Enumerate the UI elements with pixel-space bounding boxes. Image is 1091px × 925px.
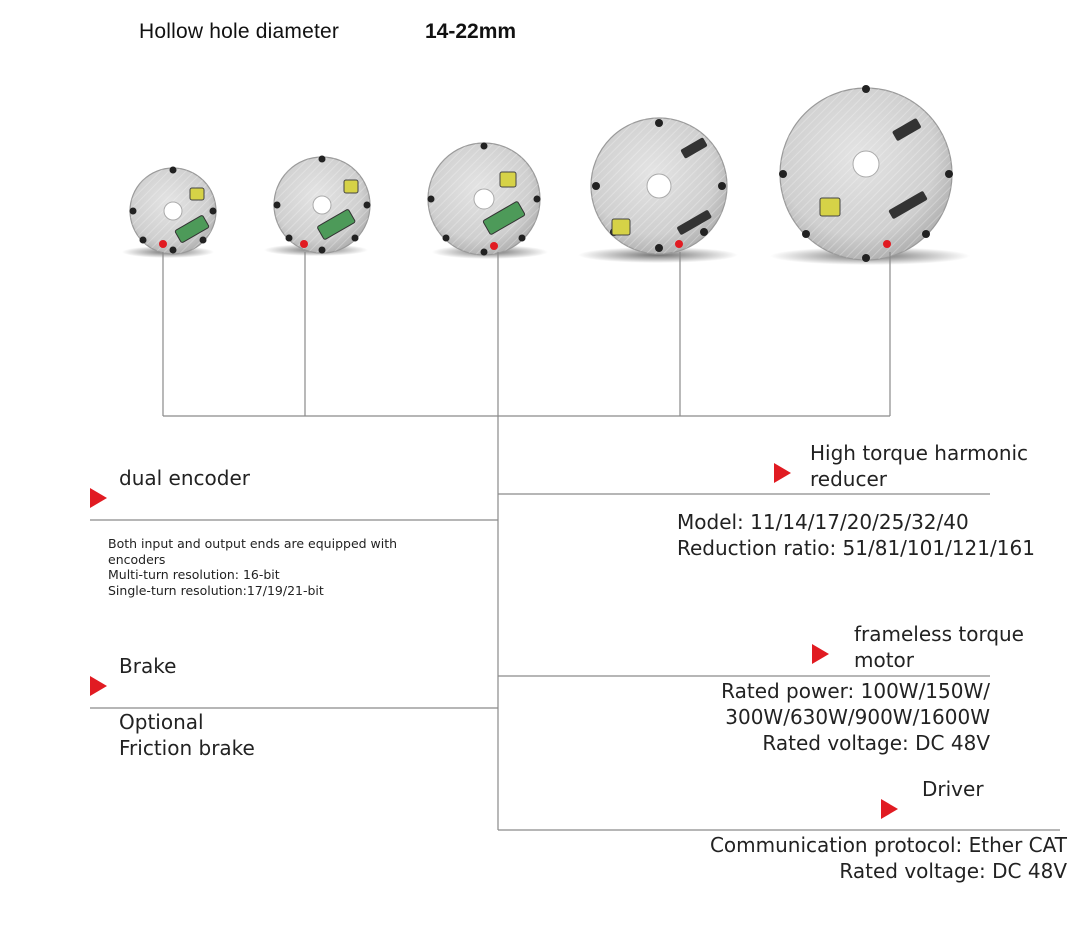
motor-details: Rated power: 100W/150W/ 300W/630W/900W/1… <box>721 678 990 756</box>
brake-details: Optional Friction brake <box>119 709 255 761</box>
reducer-details: Model: 11/14/17/20/25/32/40 Reduction ra… <box>677 509 1035 561</box>
reducer-title-line: reducer <box>810 467 887 491</box>
driver-title: Driver <box>922 777 984 801</box>
motor-title-line: frameless torque <box>854 622 1024 646</box>
reducer-marker <box>774 463 791 483</box>
reducer-line: Model: 11/14/17/20/25/32/40 <box>677 510 969 534</box>
dual-encoder-line: Single-turn resolution:17/19/21-bit <box>108 582 324 598</box>
motor-1 <box>122 166 217 258</box>
brake-line: Friction brake <box>119 736 255 760</box>
motor-title-line: motor <box>854 648 915 672</box>
motor-5 <box>770 85 970 265</box>
reducer-title-line: High torque harmonic <box>810 441 1029 465</box>
dual-encoder-line: Both input and output ends are equipped … <box>108 536 398 551</box>
driver-line: Rated voltage: DC 48V <box>839 859 1067 883</box>
motor-2 <box>264 155 371 256</box>
header-label: Hollow hole diameter <box>139 20 340 43</box>
brake-marker <box>90 676 107 696</box>
dual-encoder-line: encoders <box>108 551 166 567</box>
motor-title: frameless torque motor <box>854 621 1024 673</box>
brake-title: Brake <box>119 654 177 678</box>
dual-encoder-line: Multi-turn resolution: 16-bit <box>108 567 280 582</box>
driver-details: Communication protocol: Ether CAT Rated … <box>710 832 1067 884</box>
motor-line: Rated power: 100W/150W/ <box>721 679 990 703</box>
motor-line: Rated voltage: DC 48V <box>762 731 990 755</box>
driver-line: Communication protocol: Ether CAT <box>709 833 1067 857</box>
connector-lines <box>90 252 1060 831</box>
motor-3 <box>427 142 548 259</box>
motor-4 <box>578 117 738 263</box>
reducer-line: Reduction ratio: 51/81/101/121/161 <box>677 536 1035 560</box>
header-value: 14-22mm <box>425 20 517 43</box>
motor-marker <box>812 644 829 664</box>
brake-line: Optional <box>119 710 204 734</box>
dual-encoder-details: Both input and output ends are equipped … <box>108 536 397 598</box>
dual-encoder-title: dual encoder <box>119 466 250 490</box>
motor-line: 300W/630W/900W/1600W <box>725 705 990 729</box>
dual-encoder-marker <box>90 488 107 508</box>
driver-marker <box>881 799 898 819</box>
reducer-title: High torque harmonic reducer <box>810 440 1028 492</box>
